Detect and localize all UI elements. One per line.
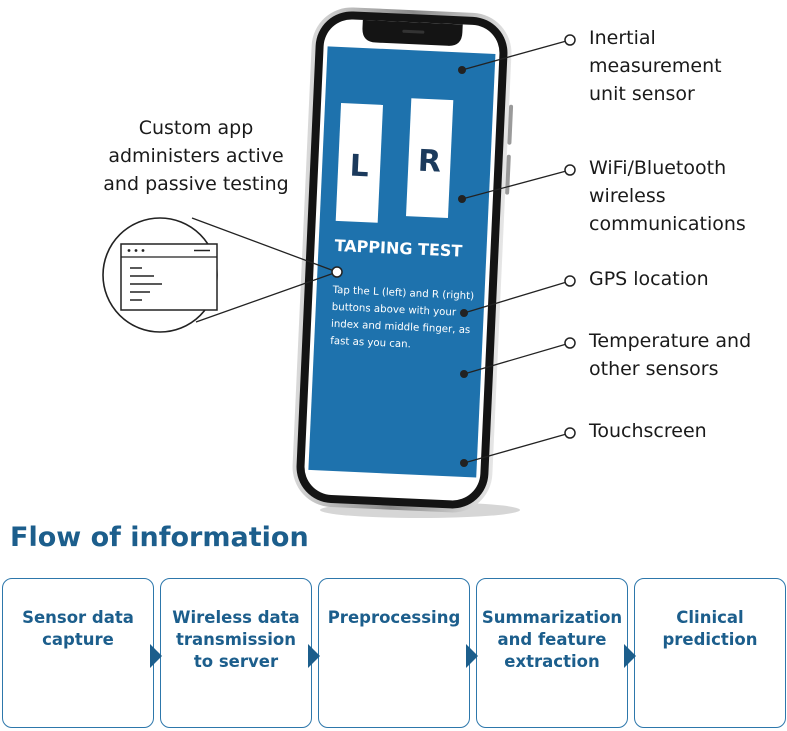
right-button-label: R [417, 144, 442, 180]
callout-line: measurement [589, 55, 722, 77]
app-caption-line: administers active [108, 145, 284, 167]
app-connector-dot [331, 266, 343, 278]
callout-wireless: WiFi/Bluetooth wireless communications [589, 154, 746, 238]
left-button[interactable] [335, 103, 384, 223]
wireless-dot-open [564, 164, 576, 176]
phone-screen [308, 46, 496, 478]
phone-body: L R TAPPING TEST Tap the L (left) and R … [292, 7, 514, 513]
temperature-dot [460, 370, 468, 378]
flow-step-label: Clinical prediction [662, 608, 758, 649]
wireless-dot [458, 195, 466, 203]
imu-connector [461, 39, 571, 71]
flow-step-label: Wireless data transmission to server [172, 608, 300, 671]
flow-step-label: Preprocessing [327, 608, 461, 627]
flow-step-wireless-transmission: Wireless data transmission to server [160, 578, 312, 728]
callout-line: Touchscreen [589, 420, 707, 442]
touchscreen-dot-open [564, 427, 576, 439]
app-caption-line: and passive testing [103, 173, 289, 195]
temperature-dot-open [564, 337, 576, 349]
callout-line: GPS location [589, 268, 709, 290]
callout-line: unit sensor [589, 83, 695, 105]
app-connector-top [191, 217, 338, 273]
flow-title: Flow of information [10, 522, 309, 553]
callout-touchscreen: Touchscreen [589, 417, 707, 445]
imu-dot [458, 66, 466, 74]
flow-step-label: Summarization and feature extraction [481, 608, 623, 671]
left-button-label: L [349, 149, 370, 185]
callout-line: other sensors [589, 358, 719, 380]
flow-arrow-icon [150, 644, 162, 668]
touchscreen-connector [463, 432, 571, 464]
flow-arrow-icon [308, 644, 320, 668]
app-connector-bottom [195, 271, 338, 323]
flow-arrow-icon [466, 644, 478, 668]
temperature-connector [463, 342, 571, 375]
right-button[interactable] [405, 98, 454, 218]
callout-line: WiFi/Bluetooth [589, 157, 727, 179]
flow-arrows [150, 644, 636, 668]
callout-imu: Inertial measurement unit sensor [589, 24, 722, 108]
gps-dot-open [564, 275, 576, 287]
instruction-line-4: fast as you can. [330, 336, 411, 351]
flow-step-clinical-prediction: Clinical prediction [634, 578, 786, 728]
app-window-icon [120, 243, 218, 311]
flow-step-preprocessing: Preprocessing [318, 578, 470, 728]
callout-gps: GPS location [589, 265, 709, 293]
flow-step-label: Sensor data capture [22, 608, 134, 649]
flow-arrow-icon [624, 644, 636, 668]
flow-step-sensor-capture: Sensor data capture [2, 578, 154, 728]
callout-temperature: Temperature and other sensors [589, 327, 751, 383]
app-caption: Custom app administers active and passiv… [78, 114, 314, 198]
gps-dot [460, 309, 468, 317]
callout-line: communications [589, 213, 746, 235]
app-caption-line: Custom app [138, 117, 254, 139]
callout-line: Temperature and [589, 330, 752, 352]
phone-diagram: L R TAPPING TEST Tap the L (left) and R … [102, 7, 576, 518]
touchscreen-dot [460, 459, 468, 467]
imu-dot-open [564, 34, 576, 46]
callout-line: wireless [589, 185, 666, 207]
gps-connector [463, 280, 571, 314]
flow-step-summarization: Summarization and feature extraction [476, 578, 628, 728]
wireless-connector [461, 169, 571, 200]
callout-line: Inertial [589, 27, 656, 49]
